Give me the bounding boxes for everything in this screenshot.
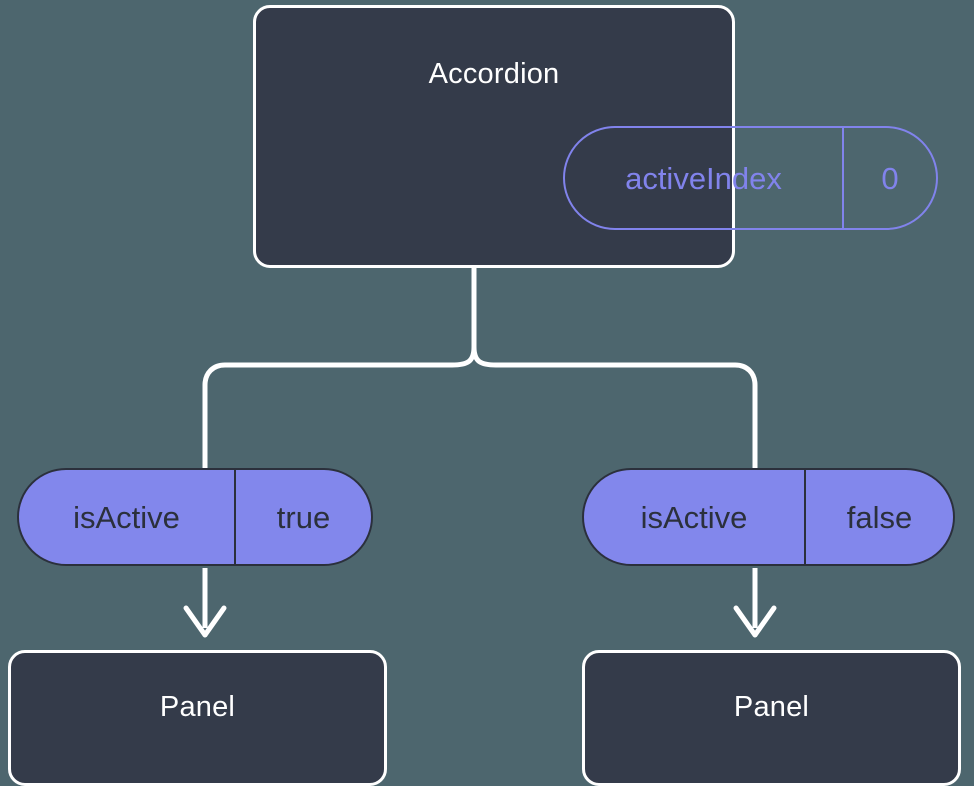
fork-connector: [202, 265, 758, 471]
arrow-right: [733, 568, 777, 638]
active-index-key: activeIndex: [565, 128, 844, 228]
panel-component-box-right[interactable]: Panel: [582, 650, 961, 786]
is-active-false-pill[interactable]: isActive false: [582, 468, 955, 566]
is-active-true-pill[interactable]: isActive true: [17, 468, 373, 566]
is-active-true-value: true: [276, 499, 331, 535]
accordion-title: Accordion: [428, 58, 560, 90]
is-active-true-key: isActive: [19, 470, 236, 564]
active-index-state-pill[interactable]: activeIndex 0: [563, 126, 938, 230]
panel-title-left: Panel: [159, 690, 236, 723]
active-index-value: 0: [881, 160, 899, 196]
diagram-canvas: Accordion activeIndex 0 isActive true is…: [8, 5, 961, 786]
panel-component-box-left[interactable]: Panel: [8, 650, 387, 786]
is-active-false-value: false: [846, 499, 913, 535]
arrow-left: [183, 568, 227, 638]
is-active-false-key: isActive: [584, 470, 806, 564]
panel-title-right: Panel: [733, 690, 810, 723]
accordion-component-box[interactable]: Accordion activeIndex 0: [253, 5, 938, 268]
